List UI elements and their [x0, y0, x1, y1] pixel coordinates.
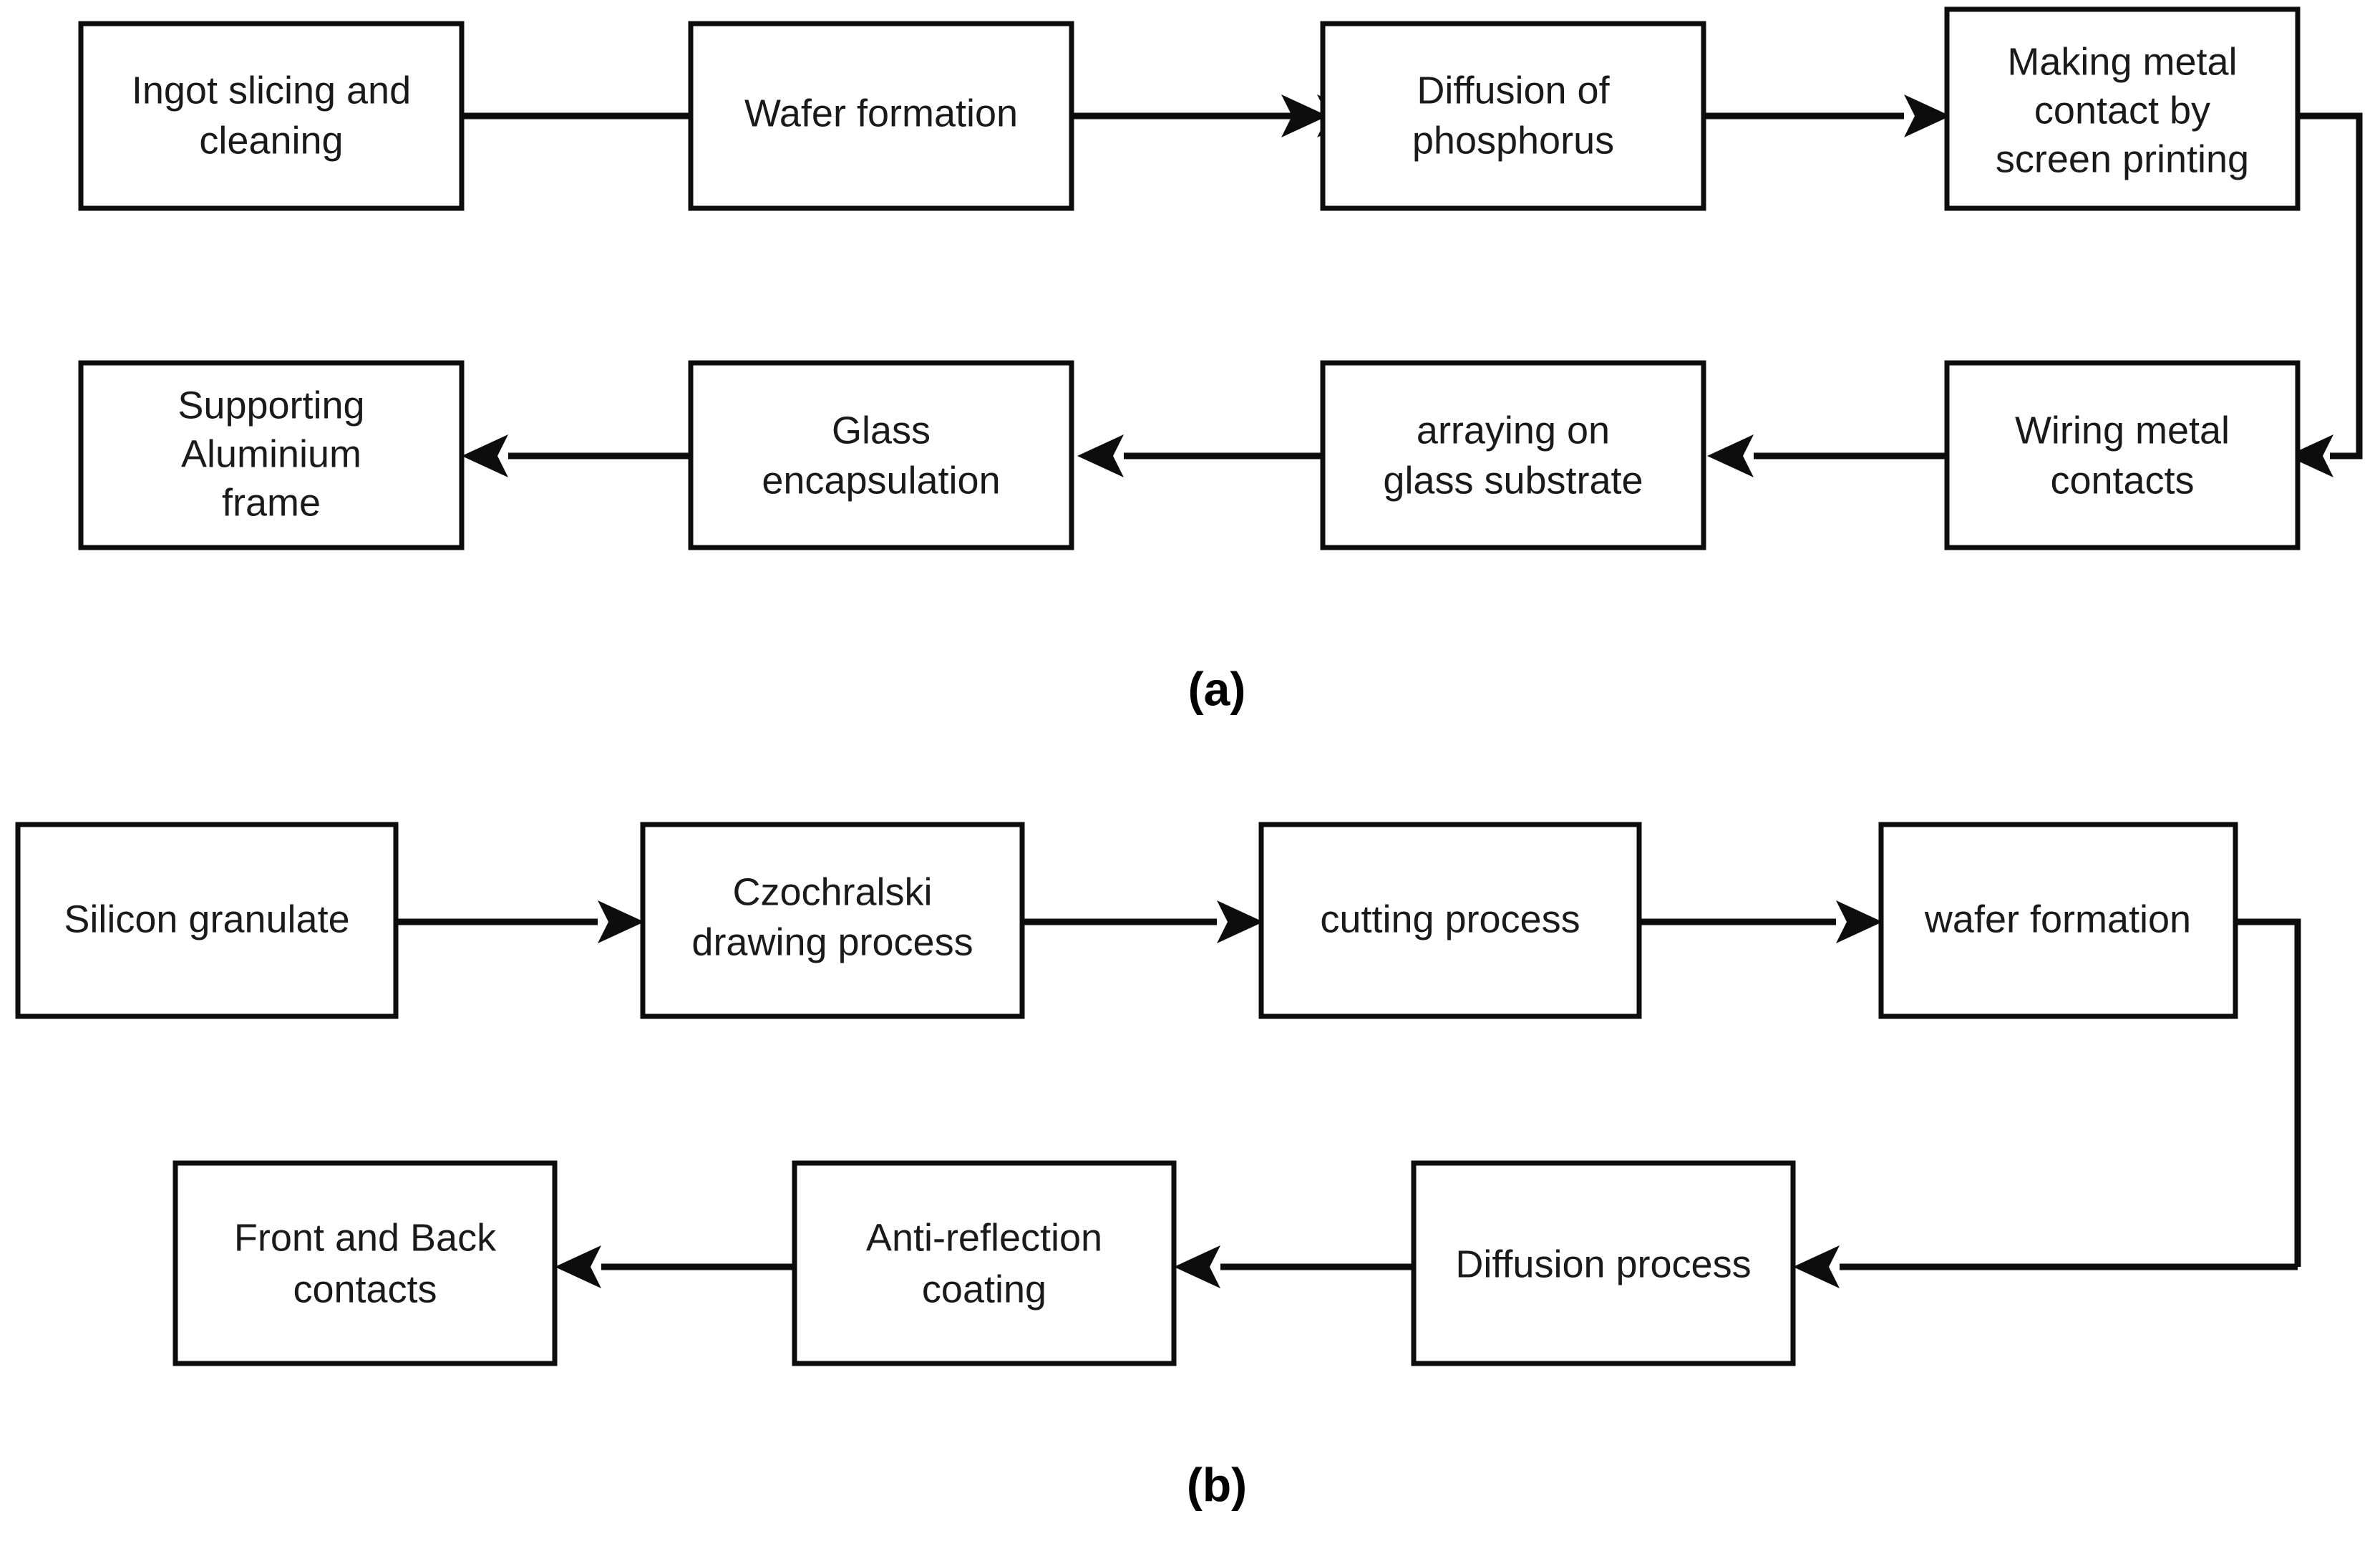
node-b6-line-0: Anti-reflection — [866, 1216, 1102, 1259]
node-b5-line-0: Diffusion process — [1455, 1243, 1751, 1285]
node-a5-line-0: Wiring metal — [2015, 409, 2230, 452]
node-a7-line-0: Glass — [832, 409, 931, 452]
edge-b3-b4 — [1639, 900, 1883, 943]
node-a8-line-1: Aluminium — [181, 432, 361, 475]
panel-b-label: (b) — [1187, 1458, 1247, 1511]
edge-b5-b6 — [1174, 1245, 1414, 1288]
node-a8-line-0: Supporting — [178, 384, 364, 427]
node-silicon-granulate: Silicon granulate — [15, 822, 399, 1019]
node-front-and-back-contacts: Front and Back contacts — [173, 1160, 558, 1366]
node-a4-line-1: contact by — [2034, 89, 2210, 132]
node-b2-line-0: Czochralski — [732, 870, 932, 913]
edge-a6-a7 — [1077, 434, 1328, 477]
node-glass-encapsulation: Glass encapsulation — [688, 360, 1074, 550]
node-b3-line-0: cutting process — [1320, 898, 1580, 940]
panel-a-label: (a) — [1188, 662, 1246, 715]
edge-b2-b3 — [1022, 900, 1263, 943]
edge-a7-a8 — [462, 434, 698, 477]
edge-b1-b2 — [396, 900, 644, 943]
edge-b6-b7 — [555, 1245, 795, 1288]
edge-a4-a5 — [2287, 112, 2363, 477]
node-b7-line-1: contacts — [293, 1268, 437, 1311]
node-wiring-metal-contacts: Wiring metal contacts — [1944, 360, 2301, 550]
node-arraying-on-glass-substrate: arraying on glass substrate — [1320, 360, 1706, 550]
edge-a3-a4 — [1704, 94, 1951, 137]
node-anti-reflection-coating: Anti-reflection coating — [792, 1160, 1177, 1366]
node-b4-line-0: wafer formation — [1924, 898, 2191, 940]
node-diffusion-of-phosphorus: Diffusion of phosphorus — [1320, 21, 1706, 211]
node-a3-line-1: phosphorus — [1412, 119, 1614, 162]
node-b2-line-1: drawing process — [691, 920, 973, 963]
edge-b4-b5 — [1793, 918, 2301, 1288]
node-diffusion-process: Diffusion process — [1411, 1160, 1796, 1366]
node-ingot-slicing-and-cleaning: Ingot slicing and cleaning — [78, 21, 465, 211]
node-a6-line-0: arraying on — [1417, 409, 1610, 452]
node-a7-line-1: encapsulation — [762, 459, 1000, 502]
node-a4-line-0: Making metal — [2007, 40, 2237, 83]
node-cutting-process: cutting process — [1258, 822, 1642, 1019]
node-supporting-aluminium-frame: Supporting Aluminium frame — [78, 360, 465, 550]
node-a5-line-1: contacts — [2050, 459, 2194, 502]
node-a2-line-0: Wafer formation — [744, 92, 1018, 135]
node-a1-line-0: Ingot slicing and — [132, 69, 411, 112]
node-b1-line-0: Silicon granulate — [64, 898, 349, 940]
edge-a5-a6 — [1707, 434, 1951, 477]
edge-a2-a3 — [1072, 94, 1328, 137]
node-b6-line-1: coating — [922, 1268, 1046, 1311]
node-a4-line-2: screen printing — [1996, 137, 2249, 180]
node-wafer-formation-a: Wafer formation — [688, 21, 1074, 211]
node-a8-line-2: frame — [222, 481, 321, 524]
node-a1-line-1: cleaning — [199, 119, 343, 162]
node-a3-line-0: Diffusion of — [1417, 69, 1610, 112]
node-making-metal-contact-by-screen-printing: Making metal contact by screen printing — [1944, 6, 2301, 211]
node-wafer-formation-b: wafer formation — [1878, 822, 2238, 1019]
node-czochralski-drawing-process: Czochralski drawing process — [640, 822, 1025, 1019]
node-b7-line-0: Front and Back — [234, 1216, 497, 1259]
node-a6-line-1: glass substrate — [1383, 459, 1643, 502]
